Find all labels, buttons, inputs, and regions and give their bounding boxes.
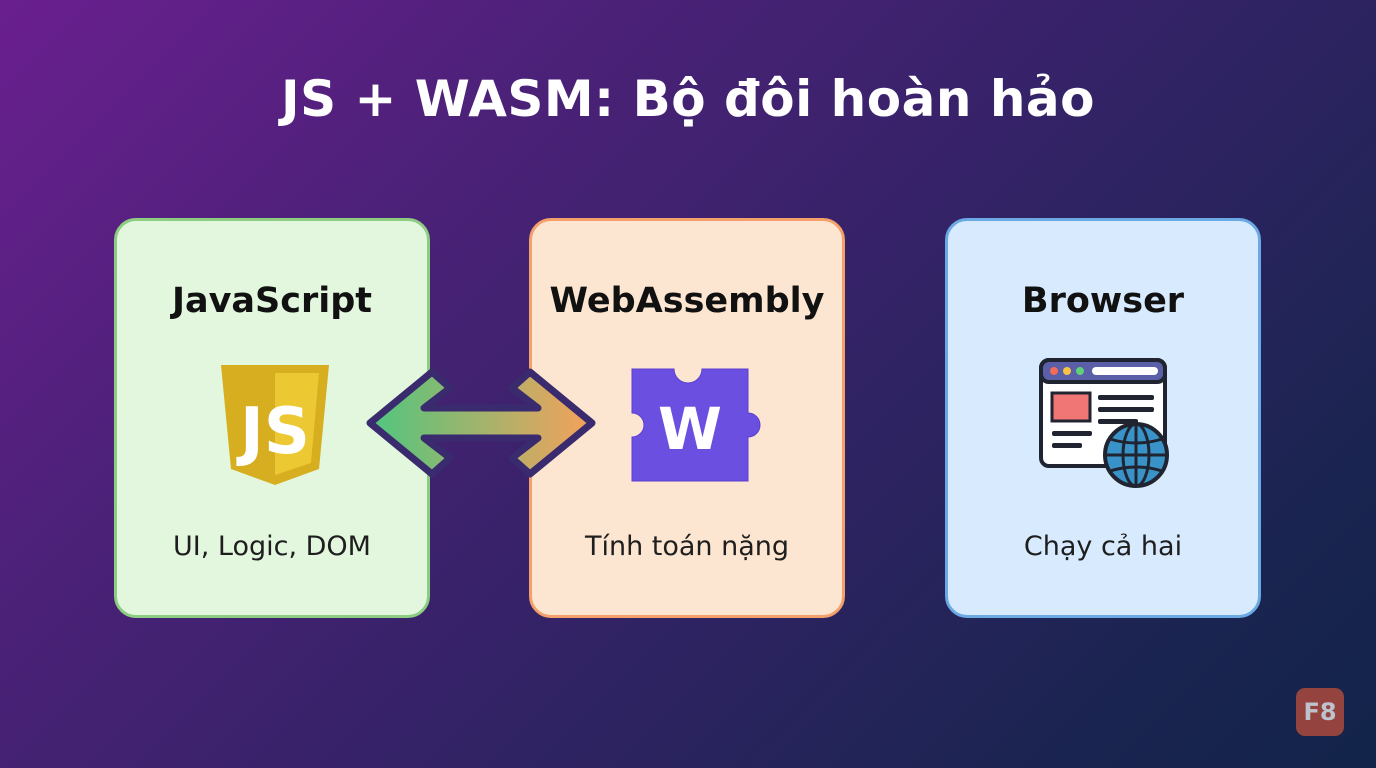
javascript-shield-text: JS [236,395,310,469]
card-title-webassembly: WebAssembly [549,281,825,321]
page-title: JS + WASM: Bộ đôi hoàn hảo [280,70,1096,128]
card-subtitle-webassembly: Tính toán nặng [584,531,790,562]
card-title-browser: Browser [1021,281,1185,321]
double-arrow-icon [366,368,596,478]
wasm-puzzle-letter: W [658,395,722,463]
wasm-puzzle-icon: W [631,368,761,482]
javascript-shield-icon: JS [221,365,329,485]
browser-globe-icon [1039,358,1169,488]
card-subtitle-javascript: UI, Logic, DOM [173,531,371,562]
card-title-javascript: JavaScript [171,281,373,321]
card-webassembly: WebAssembly W Tính toán nặng [529,218,845,618]
f8-logo: F8 [1296,688,1344,736]
card-browser: Browser Chạy cả hai [945,218,1261,618]
card-subtitle-browser: Chạy cả hai [1023,531,1183,562]
